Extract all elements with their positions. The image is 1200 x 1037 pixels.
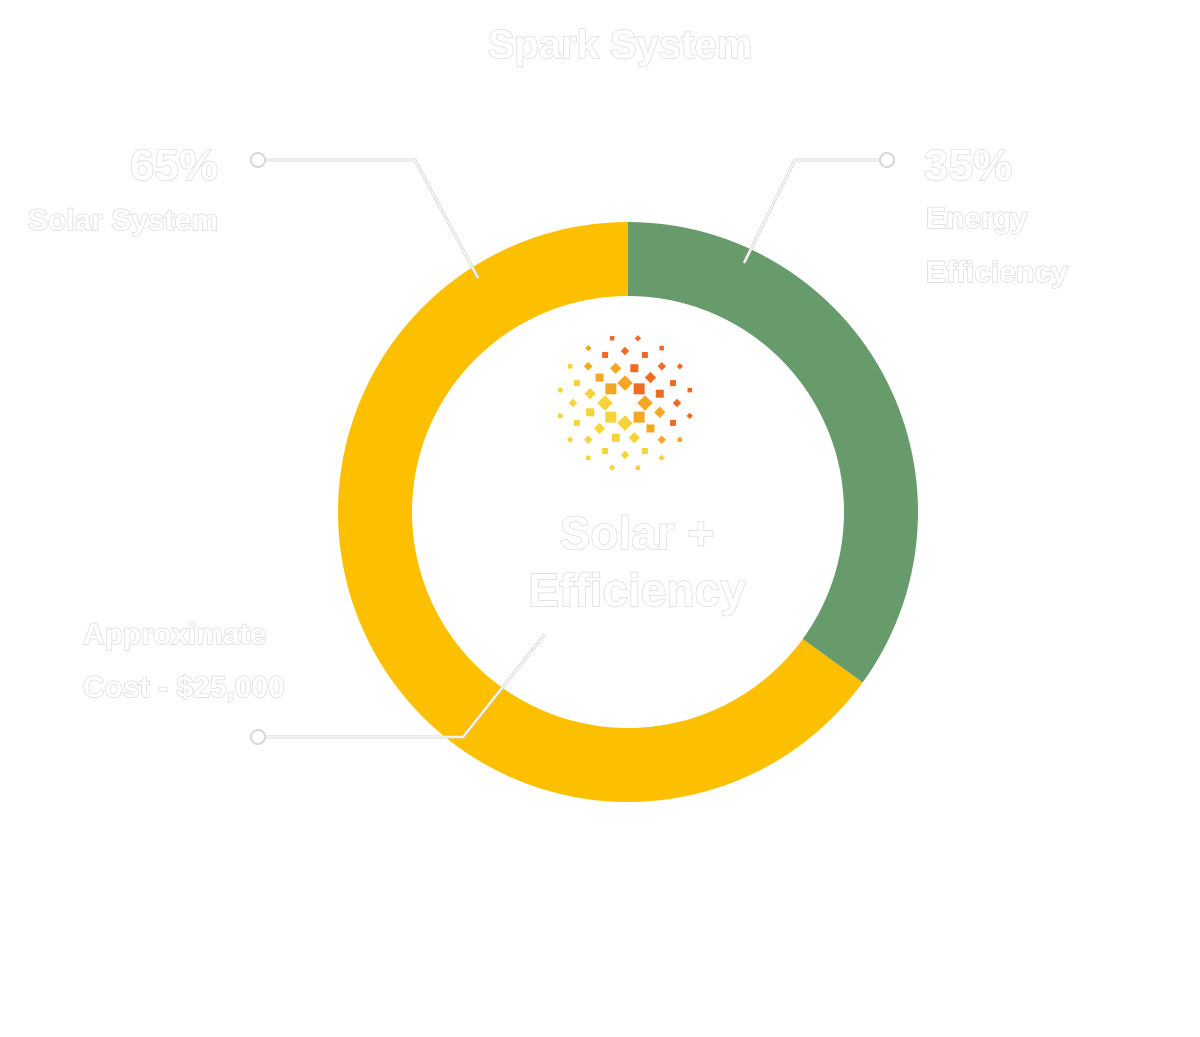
logo-square xyxy=(633,411,645,423)
logo-square xyxy=(634,335,642,342)
slice-energy-efficiency xyxy=(628,222,918,683)
chart-title: Spark System xyxy=(488,23,753,67)
center-label-line1: Solar + xyxy=(560,507,715,559)
logo-square xyxy=(633,383,645,395)
solar-name-label: Solar System xyxy=(28,204,218,237)
cost-label-line2: Cost - $25,000 xyxy=(83,671,285,704)
logo-square xyxy=(620,346,630,356)
logo-square xyxy=(605,411,617,423)
solar-percent-label: 65% xyxy=(130,141,218,190)
logo-square xyxy=(557,386,564,394)
logo-square xyxy=(602,351,609,358)
logo-square xyxy=(657,435,667,445)
logo-square xyxy=(584,388,596,400)
logo-square xyxy=(659,345,664,351)
logo-square xyxy=(657,361,667,371)
logo-square xyxy=(597,395,613,411)
logo-square xyxy=(573,380,580,387)
logo-square xyxy=(658,454,665,462)
logo-square xyxy=(605,383,617,395)
leader-cost xyxy=(250,633,547,745)
logo-square xyxy=(628,432,640,444)
logo-square xyxy=(672,398,682,408)
logo-square xyxy=(617,415,633,431)
logo-square xyxy=(610,362,622,374)
logo-square xyxy=(641,448,648,455)
logo-square xyxy=(686,412,693,420)
logo-square xyxy=(635,465,641,470)
center-label-line2: Efficiency xyxy=(528,564,746,616)
logo-square xyxy=(586,455,591,461)
logo-square xyxy=(611,433,620,442)
leader-energy xyxy=(742,152,895,264)
logo-square xyxy=(566,436,574,443)
logo-square xyxy=(637,395,653,411)
logo-square xyxy=(595,373,604,382)
logo-square xyxy=(677,437,683,442)
logo-square xyxy=(558,413,563,419)
logo-square xyxy=(670,419,677,426)
logo-square xyxy=(585,344,592,352)
logo-square xyxy=(568,398,578,408)
energy-name-label-line2: Efficiency xyxy=(926,256,1068,289)
logo-square xyxy=(567,364,573,369)
sun-burst-logo xyxy=(557,335,693,471)
cost-label-line1: Approximate xyxy=(83,618,266,651)
logo-square xyxy=(654,406,666,418)
logo-square xyxy=(670,380,677,387)
logo-square xyxy=(641,351,648,358)
logo-square xyxy=(630,364,639,373)
logo-square xyxy=(617,375,633,391)
logo-square xyxy=(687,387,692,393)
logo-square xyxy=(644,371,657,384)
donut-ring xyxy=(338,222,918,802)
energy-percent-label: 35% xyxy=(924,141,1012,190)
logo-square xyxy=(583,361,593,371)
logo-square xyxy=(602,448,609,455)
logo-square xyxy=(609,336,615,341)
logo-square xyxy=(583,435,593,445)
logo-square xyxy=(608,464,616,471)
energy-name-label-line1: Energy xyxy=(926,202,1028,235)
logo-square xyxy=(646,424,655,433)
logo-square xyxy=(573,419,580,426)
logo-square xyxy=(676,363,684,370)
leader-solar xyxy=(250,152,480,279)
logo-square xyxy=(586,408,595,417)
logo-square xyxy=(620,450,630,460)
logo-square xyxy=(593,422,606,435)
logo-square xyxy=(655,389,664,398)
